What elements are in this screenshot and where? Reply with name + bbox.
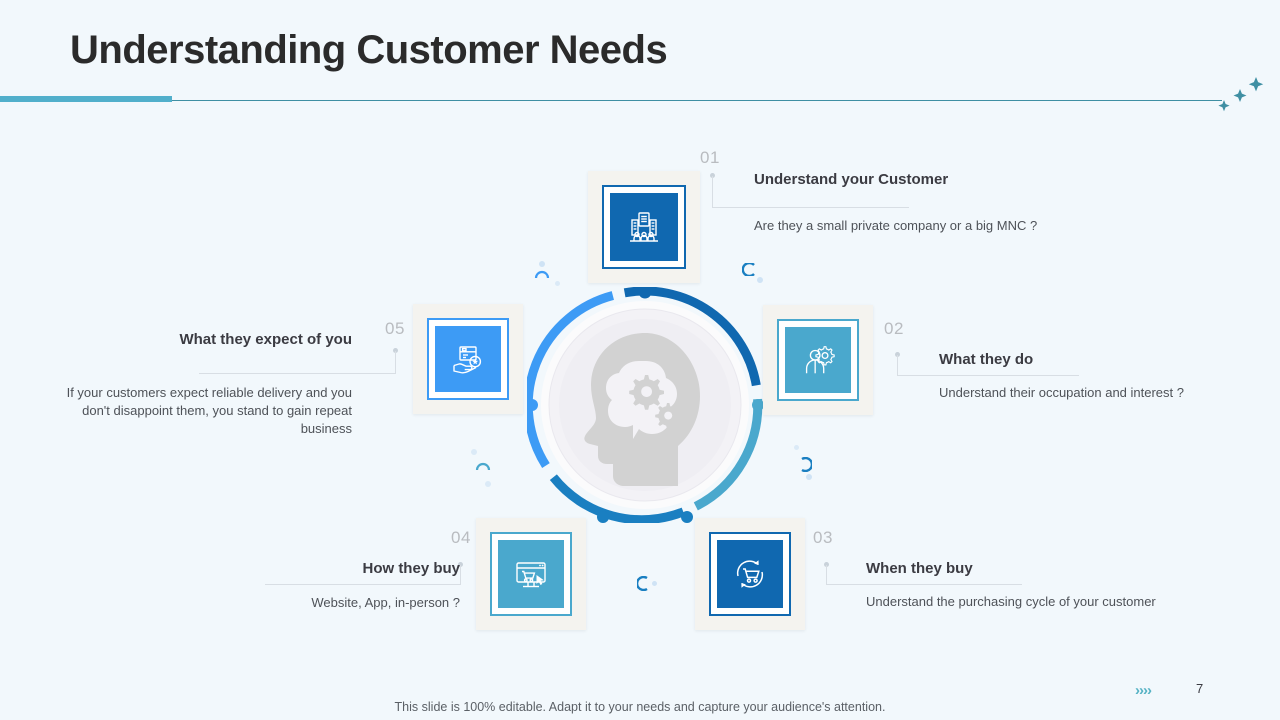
chevron-decoration-icon: ›››› bbox=[1135, 682, 1152, 699]
connector-line-03-horizontal bbox=[826, 584, 1022, 585]
page-title: Understanding Customer Needs bbox=[70, 28, 668, 72]
center-wheel-graphic bbox=[527, 287, 763, 523]
connector-line-02-horizontal bbox=[897, 375, 1079, 376]
item-body-04: Website, App, in-person ? bbox=[311, 595, 460, 610]
deco-dot bbox=[757, 277, 763, 283]
deco-dot bbox=[471, 449, 477, 455]
item-title-03: When they buy bbox=[866, 560, 973, 577]
connector-line-01-horizontal bbox=[712, 207, 909, 208]
connector-line-01-vertical bbox=[712, 176, 713, 207]
page-number: 7 bbox=[1196, 681, 1204, 696]
connector-line-03-vertical bbox=[826, 565, 827, 584]
header-rule-accent bbox=[0, 96, 172, 102]
item-number-05: 05 bbox=[385, 319, 405, 338]
connector-dot-03 bbox=[824, 562, 829, 567]
header-rule-thin bbox=[0, 100, 1222, 101]
icon-card-01[interactable] bbox=[588, 171, 700, 283]
icon-card-02[interactable] bbox=[763, 305, 873, 415]
deco-arc bbox=[801, 457, 812, 472]
item-body-05: If your customers expect reliable delive… bbox=[66, 385, 352, 436]
connector-dot-05 bbox=[393, 348, 398, 353]
connector-dot-02 bbox=[895, 352, 900, 357]
connector-line-05-vertical bbox=[395, 351, 396, 373]
item-number-04: 04 bbox=[451, 528, 471, 547]
deco-dot bbox=[652, 581, 657, 586]
cart-cycle-icon bbox=[736, 560, 764, 588]
deco-dot bbox=[555, 281, 560, 286]
connector-dot-04 bbox=[458, 562, 463, 567]
connector-line-04-horizontal bbox=[265, 584, 461, 585]
icon-card-03[interactable] bbox=[695, 518, 805, 630]
icon-card-05[interactable] bbox=[413, 304, 523, 414]
footer-note: This slide is 100% editable. Adapt it to… bbox=[394, 700, 886, 714]
item-body-03: Understand the purchasing cycle of your … bbox=[866, 594, 1156, 609]
icon-card-04[interactable] bbox=[476, 518, 586, 630]
sparkle-decoration-icon bbox=[1218, 77, 1264, 112]
deco-dot bbox=[806, 474, 812, 480]
deco-arc bbox=[742, 263, 755, 276]
deco-arc bbox=[637, 576, 648, 591]
item-number-03: 03 bbox=[813, 528, 833, 547]
hand-package-icon bbox=[453, 346, 482, 374]
wheel-node-top bbox=[638, 287, 652, 299]
item-body-02: Understand their occupation and interest… bbox=[939, 385, 1184, 400]
deco-dot bbox=[485, 481, 491, 487]
wheel-node-left bbox=[527, 399, 538, 411]
item-number-01: 01 bbox=[700, 148, 720, 167]
person-gear-icon bbox=[805, 346, 835, 374]
connector-dot-01 bbox=[710, 173, 715, 178]
connector-line-04-vertical bbox=[460, 565, 461, 584]
item-title-02: What they do bbox=[939, 351, 1034, 368]
item-title-05: What they expect of you bbox=[179, 331, 352, 348]
office-building-icon bbox=[630, 212, 658, 242]
item-title-01: Understand your Customer bbox=[754, 171, 949, 188]
deco-arc bbox=[475, 462, 491, 471]
deco-arc bbox=[534, 270, 550, 279]
head-brain-gears-icon bbox=[584, 333, 700, 486]
deco-dot bbox=[794, 445, 799, 450]
item-title-04: How they buy bbox=[362, 560, 460, 577]
item-body-01: Are they a small private company or a bi… bbox=[754, 218, 1038, 233]
connector-line-05-horizontal bbox=[199, 373, 396, 374]
deco-dot bbox=[539, 261, 545, 267]
connector-line-02-vertical bbox=[897, 355, 898, 375]
wheel-node-bottom-right bbox=[681, 511, 693, 523]
monitor-cart-icon bbox=[516, 562, 546, 588]
wheel-node-bottom-left bbox=[597, 511, 609, 523]
item-number-02: 02 bbox=[884, 319, 904, 338]
wheel-node-right bbox=[752, 399, 763, 411]
